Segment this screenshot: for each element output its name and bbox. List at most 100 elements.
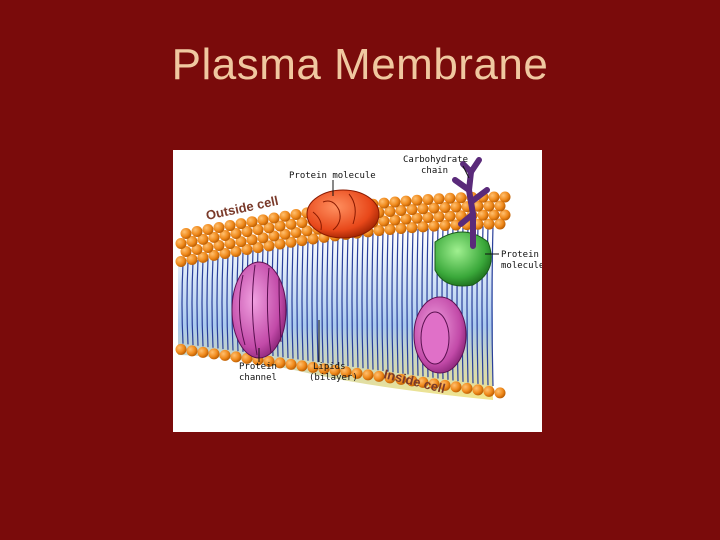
protein-channel-left: [231, 261, 287, 359]
lipid-head: [235, 236, 247, 248]
lipid-head: [499, 209, 511, 221]
lipid-tail: [376, 232, 379, 371]
lipid-head: [296, 360, 308, 372]
lipid-tail: [341, 236, 344, 366]
lipid-head: [296, 217, 308, 229]
label-protein-molecule-right-line1: Protein: [501, 250, 539, 260]
lipid-head: [180, 228, 192, 240]
lipid-head: [213, 222, 225, 234]
lipid-tail: [346, 236, 349, 367]
membrane-illustration: Protein molecule Carbohydrate chain Prot…: [175, 155, 542, 400]
lipid-head: [384, 206, 396, 218]
lipid-head: [241, 244, 253, 256]
lipid-head: [202, 242, 214, 254]
lipid-head: [378, 197, 390, 209]
lipid-head: [444, 210, 456, 222]
lipid-head: [384, 372, 396, 384]
lipid-tail: [371, 233, 374, 370]
carbohydrate-chain: [452, 157, 490, 249]
lipid-head: [444, 192, 456, 204]
label-carbohydrate-line1: Carbohydrate: [403, 155, 468, 165]
label-protein-channel-line2: channel: [239, 373, 277, 383]
lipid-tail: [411, 229, 414, 376]
lipid-head: [224, 220, 236, 232]
lipid-tail: [391, 231, 394, 373]
lipid-head: [362, 369, 374, 381]
lipid-head: [389, 214, 401, 226]
lipid-head: [186, 235, 198, 247]
lipid-head: [208, 249, 220, 261]
lipid-head: [279, 210, 291, 222]
lipid-head: [395, 205, 407, 217]
lipid-head: [296, 235, 308, 247]
lipid-tail: [211, 257, 214, 348]
lipid-tail: [331, 238, 334, 365]
lipid-head: [208, 348, 220, 360]
lipid-head: [378, 215, 390, 227]
lipid-tail: [326, 238, 329, 364]
lipid-head: [499, 191, 511, 203]
lipid-head: [230, 227, 242, 239]
lipid-tail: [296, 243, 299, 360]
lipid-head: [290, 226, 302, 238]
protein-molecule-right: [434, 231, 492, 287]
lipid-head: [483, 218, 495, 230]
lipid-head: [450, 381, 462, 393]
lipid-tail: [401, 230, 404, 374]
lipid-head: [246, 216, 258, 228]
lipid-tail: [361, 234, 364, 369]
lipid-head: [219, 247, 231, 259]
lipid-head: [175, 343, 187, 355]
lipid-head: [340, 366, 352, 378]
lipid-head: [406, 204, 418, 216]
lipid-head: [307, 361, 319, 373]
lipid-head: [494, 218, 506, 230]
lipid-head: [400, 213, 412, 225]
lipid-head: [472, 384, 484, 396]
lipid-head: [422, 211, 434, 223]
lipid-head: [252, 242, 264, 254]
lipid-tail: [221, 255, 224, 350]
lipid-head: [191, 244, 203, 256]
lipid-head: [175, 237, 187, 249]
lipid-head: [433, 211, 445, 223]
lipid-head: [263, 355, 275, 367]
lipid-tail: [416, 229, 419, 376]
lipid-head: [307, 233, 319, 245]
lipid-tail: [226, 254, 229, 350]
label-protein-molecule-top: Protein molecule: [289, 171, 376, 181]
lipid-head: [219, 229, 231, 241]
lipid-tail: [321, 239, 324, 363]
lipid-head: [241, 226, 253, 238]
lipid-head: [246, 234, 258, 246]
lipid-head: [461, 382, 473, 394]
lipid-head: [268, 230, 280, 242]
lipid-heads-inner: [175, 343, 506, 399]
lipid-head: [395, 223, 407, 235]
lipid-tail: [336, 237, 339, 365]
lipid-head: [180, 246, 192, 258]
lipid-head: [197, 233, 209, 245]
lipid-head: [450, 201, 462, 213]
lipid-head: [417, 203, 429, 215]
lipid-head: [186, 345, 198, 357]
lipid-head: [417, 376, 429, 388]
lipid-head: [439, 219, 451, 231]
lipid-head: [285, 358, 297, 370]
lipid-head: [395, 373, 407, 385]
lipid-tail: [196, 260, 199, 346]
lipid-head: [257, 232, 269, 244]
lipid-tail: [181, 263, 184, 344]
lipid-tail: [406, 229, 409, 375]
lipid-tails: [181, 226, 494, 386]
lipid-head: [329, 364, 341, 376]
lipid-head: [439, 379, 451, 391]
lipid-tail: [291, 243, 294, 359]
lipid-tail: [206, 258, 209, 348]
lipid-head: [373, 225, 385, 237]
lipid-head: [439, 201, 451, 213]
lipid-tail: [286, 244, 289, 359]
lipid-head: [208, 231, 220, 243]
lipid-head: [235, 218, 247, 230]
lipid-head: [400, 195, 412, 207]
